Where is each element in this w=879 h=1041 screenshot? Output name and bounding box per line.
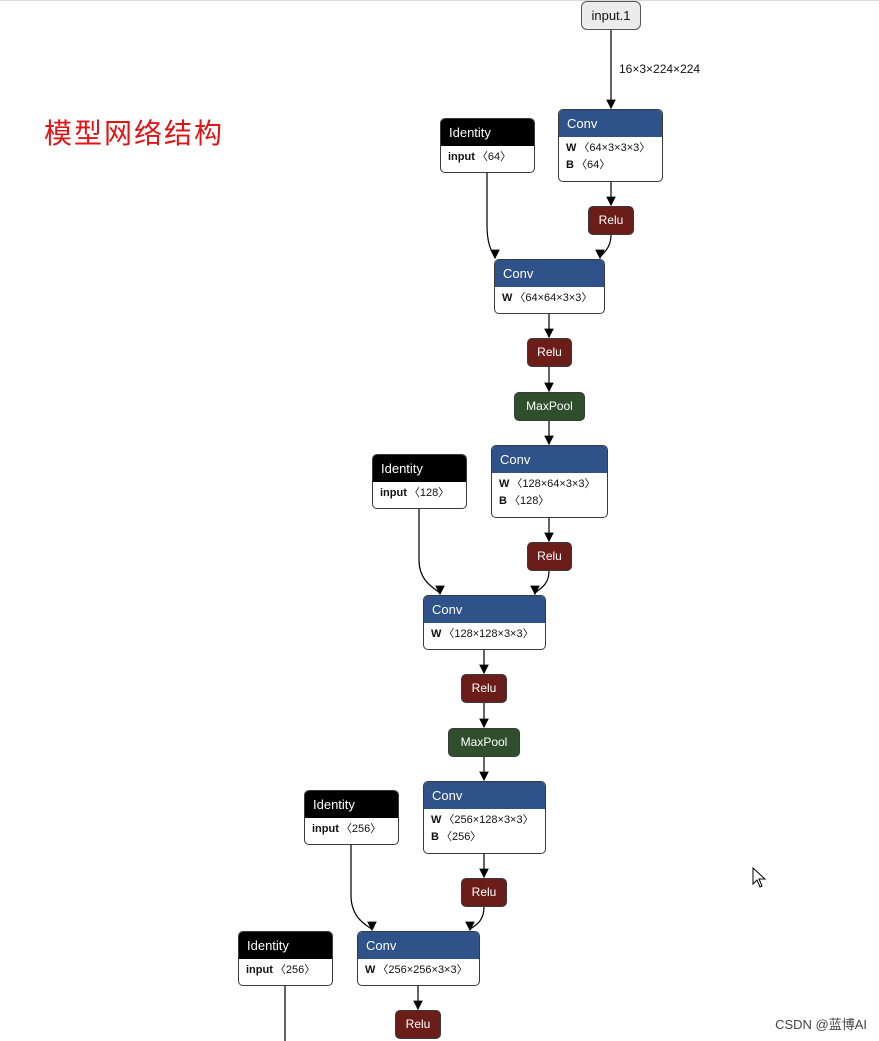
attr-key: input [246,964,273,976]
node-attr: input〈256〉 [305,821,398,838]
edge-identity1-conv2 [486,172,500,260]
attr-key: W [502,292,513,304]
conv-node[interactable]: Conv W〈256×128×3×3〉 B〈256〉 [423,781,546,854]
edge-relu3-conv4 [530,570,550,596]
attr-key: B [566,159,574,171]
node-attr: B〈64〉 [559,157,662,174]
node-attr: W〈256×256×3×3〉 [358,962,479,979]
attr-key: input [312,823,339,835]
input-node-label: input.1 [591,8,631,23]
top-divider [0,0,879,1]
node-title: Identity [239,932,332,959]
attr-value: 〈64×64×3×3〉 [514,292,593,304]
node-attr: B〈128〉 [492,493,607,510]
node-attr: input〈128〉 [373,485,466,502]
attr-key: B [499,495,507,507]
attr-value: 〈256〉 [274,964,316,976]
conv-node[interactable]: Conv W〈256×256×3×3〉 [357,931,480,986]
attr-value: 〈256×128×3×3〉 [443,814,534,826]
attr-value: 〈64×3×3×3〉 [578,142,651,154]
edge-identity2-conv4 [418,508,445,596]
relu-node[interactable]: Relu [527,542,572,571]
node-attr: W〈64×3×3×3〉 [559,140,662,157]
page-heading: 模型网络结构 [44,117,225,150]
node-attr: B〈256〉 [424,829,545,846]
node-attr: input〈256〉 [239,962,332,979]
attr-key: input [448,151,475,163]
attr-value: 〈256〉 [440,831,482,843]
attr-value: 〈64〉 [476,151,512,163]
identity-node[interactable]: Identity input〈128〉 [372,454,467,509]
conv-node[interactable]: Conv W〈64×3×3×3〉 B〈64〉 [558,109,663,182]
edge-relu1-conv2 [595,234,612,260]
identity-node[interactable]: Identity input〈64〉 [440,118,535,173]
relu-node[interactable]: Relu [527,338,572,367]
mouse-pointer-icon [752,867,767,888]
relu-node[interactable]: Relu [461,674,507,703]
node-title: Conv [495,260,604,287]
attr-key: W [499,478,510,490]
relu-node[interactable]: Relu [395,1010,441,1039]
edge-identity3-conv6 [350,844,377,932]
attr-value: 〈128〉 [408,487,450,499]
node-attr: input〈64〉 [441,149,534,166]
attr-value: 〈128×64×3×3〉 [511,478,596,490]
conv-node[interactable]: Conv W〈64×64×3×3〉 [494,259,605,314]
conv-node[interactable]: Conv W〈128×128×3×3〉 [423,595,546,650]
maxpool-node[interactable]: MaxPool [514,392,585,421]
node-title: Conv [559,110,662,137]
attr-key: W [431,628,442,640]
input-node[interactable]: input.1 [581,1,641,30]
watermark: CSDN @蓝博AI [775,1017,867,1032]
attr-key: W [365,964,376,976]
node-attr: W〈256×128×3×3〉 [424,812,545,829]
edge-relu5-conv6 [465,906,485,932]
attr-value: 〈256〉 [340,823,382,835]
identity-node[interactable]: Identity input〈256〉 [238,931,333,986]
attr-value: 〈128×128×3×3〉 [443,628,534,640]
relu-node[interactable]: Relu [461,878,507,907]
node-attr: W〈128×64×3×3〉 [492,476,607,493]
conv-node[interactable]: Conv W〈128×64×3×3〉 B〈128〉 [491,445,608,518]
node-title: Conv [424,782,545,809]
input-shape-label: 16×3×224×224 [619,62,701,76]
attr-value: 〈256×256×3×3〉 [377,964,468,976]
attr-key: B [431,831,439,843]
attr-key: input [380,487,407,499]
attr-value: 〈64〉 [575,159,611,171]
node-attr: W〈64×64×3×3〉 [495,290,604,307]
attr-value: 〈128〉 [508,495,550,507]
node-title: Identity [305,791,398,818]
node-title: Identity [373,455,466,482]
attr-key: W [566,142,577,154]
node-title: Conv [358,932,479,959]
attr-key: W [431,814,442,826]
node-title: Conv [424,596,545,623]
relu-node[interactable]: Relu [588,206,634,235]
node-title: Identity [441,119,534,146]
maxpool-node[interactable]: MaxPool [448,728,520,757]
identity-node[interactable]: Identity input〈256〉 [304,790,399,845]
node-attr: W〈128×128×3×3〉 [424,626,545,643]
node-title: Conv [492,446,607,473]
